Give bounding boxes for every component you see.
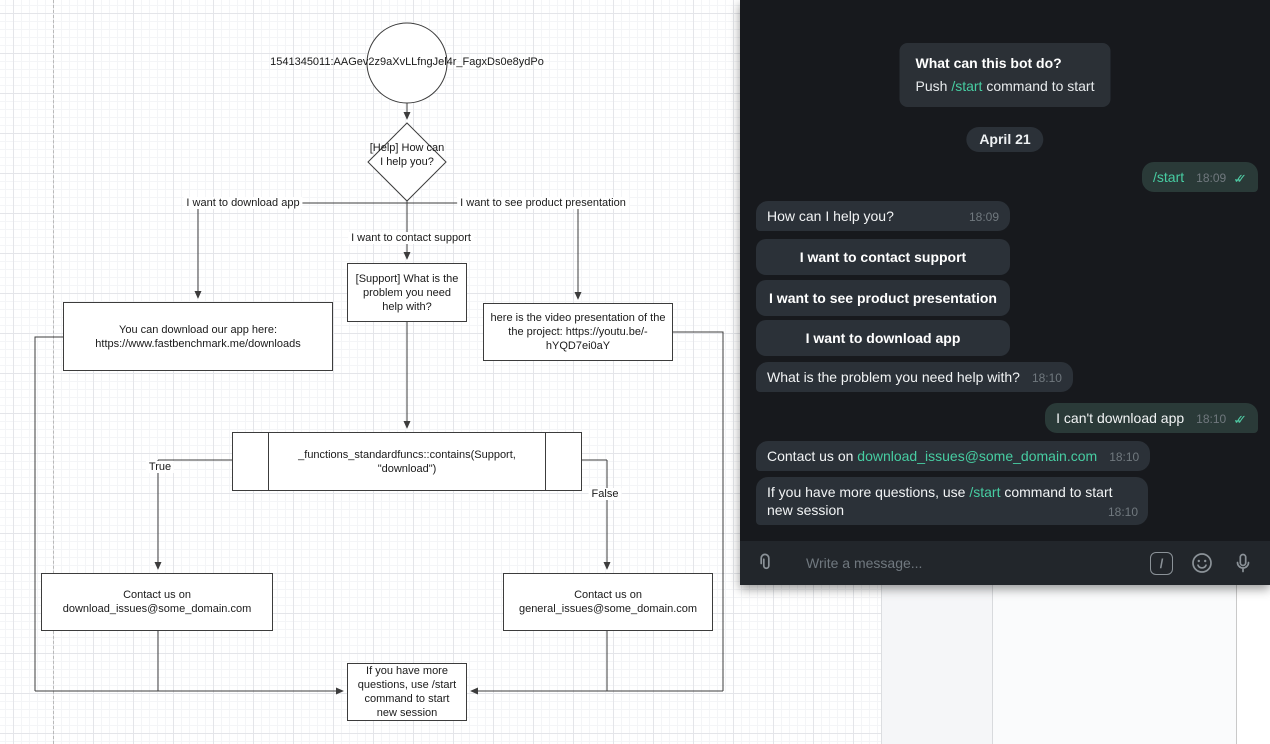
message-time: 18:10 (1107, 505, 1138, 519)
message-more-questions: If you have more questions, use /start c… (756, 477, 1148, 525)
flow-canvas[interactable]: 1541345011:AAGev2z9aXvLLfngJel4r_FagxDs0… (0, 0, 881, 744)
bot-intro-line: Push /start command to start (915, 78, 1095, 94)
edge-label-false[interactable]: False (588, 488, 622, 500)
message-cant-download: I can't download app 18:10 ✓✓ (1045, 403, 1258, 433)
node-presentation-answer[interactable]: here is the video presentation of the th… (483, 303, 673, 361)
message-time: 18:09 (968, 210, 999, 224)
microphone-icon[interactable] (1231, 551, 1255, 575)
node-contact-download[interactable]: Contact us on download_issues@some_domai… (41, 573, 273, 631)
node-bot-token[interactable]: 1541345011:AAGev2z9aXvLLfngJel4r_FagxDs0… (270, 56, 544, 68)
node-function-check[interactable]: _functions_standardfuncs::contains(Suppo… (232, 432, 582, 491)
function-box-left-divider (268, 433, 269, 490)
keyboard-button-download-app[interactable]: I want to download app (756, 320, 1010, 356)
paperclip-icon[interactable] (753, 551, 777, 575)
message-time: 18:10 (1109, 450, 1140, 464)
edge-label-presentation[interactable]: I want to see product presentation (457, 197, 629, 209)
message-contact-text: Contact us on download_issues@some_domai… (767, 448, 1098, 464)
function-check-label: _functions_standardfuncs::contains(Suppo… (298, 448, 516, 475)
bot-commands-icon[interactable]: / (1150, 551, 1173, 575)
double-check-icon: ✓✓ (1233, 171, 1247, 186)
node-contact-general[interactable]: Contact us on general_issues@some_domain… (503, 573, 713, 631)
start-command-link[interactable]: /start (1153, 169, 1185, 185)
message-time: 18:10 (1196, 412, 1227, 426)
edge-label-true[interactable]: True (145, 461, 175, 473)
page-boundary-dashed-line (53, 0, 54, 744)
message-help: How can I help you? 18:09 (756, 201, 1010, 231)
message-time: 18:09 (1196, 171, 1227, 185)
bot-intro-card: What can this bot do? Push /start comman… (899, 43, 1111, 107)
function-box-right-divider (545, 433, 546, 490)
email-link[interactable]: download_issues@some_domain.com (857, 448, 1098, 464)
keyboard-button-contact-support[interactable]: I want to contact support (756, 239, 1010, 275)
keyboard-button-see-presentation[interactable]: I want to see product presentation (756, 280, 1010, 316)
smiley-icon[interactable] (1190, 551, 1214, 575)
message-start: /start 18:09 ✓✓ (1142, 162, 1258, 192)
node-more-questions[interactable]: If you have more questions, use /start c… (347, 663, 467, 721)
node-help-question[interactable]: [Help] How can I help you? (369, 142, 445, 168)
edge-label-support[interactable]: I want to contact support (348, 232, 474, 244)
telegram-chat-widget: What can this bot do? Push /start comman… (740, 0, 1270, 585)
message-problem: What is the problem you need help with? … (756, 362, 1073, 392)
start-command-link[interactable]: /start (969, 484, 1001, 500)
bot-intro-title: What can this bot do? (915, 55, 1062, 71)
edge-label-download[interactable]: I want to download app (183, 197, 303, 209)
message-composer: / (740, 541, 1270, 585)
date-badge: April 21 (966, 127, 1044, 152)
double-check-icon: ✓✓ (1233, 412, 1247, 427)
node-download-answer[interactable]: You can download our app here: https://w… (63, 302, 333, 371)
message-input[interactable] (806, 555, 1150, 571)
start-command-link[interactable]: /start (951, 78, 983, 94)
message-time: 18:10 (1031, 371, 1062, 385)
node-support-question[interactable]: [Support] What is the problem you need h… (347, 263, 467, 322)
message-contact: Contact us on download_issues@some_domai… (756, 441, 1151, 471)
